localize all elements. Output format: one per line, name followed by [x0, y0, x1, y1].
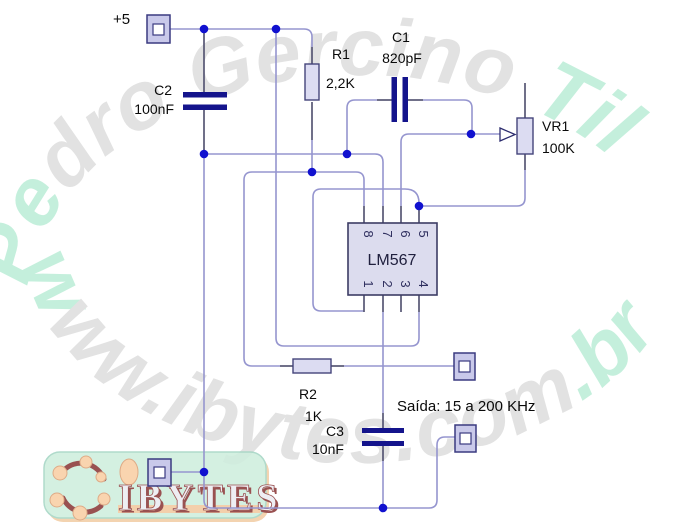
- c2-value-label: 100nF: [134, 101, 174, 117]
- labels: +5 C2 100nF R1 2,2K C1 820pF VR1 100K R2…: [113, 11, 575, 457]
- vr1-value-label: 100K: [542, 140, 575, 156]
- r1-value-label: 2,2K: [326, 75, 355, 91]
- capacitor-c3: [362, 428, 404, 446]
- logo-underline: [118, 505, 260, 513]
- c2-ref-label: C2: [154, 82, 172, 98]
- terminal-ground: [147, 458, 172, 487]
- pin-number-8: 8: [361, 230, 376, 237]
- pin-number-6: 6: [398, 230, 413, 237]
- ibytes-logo: IBYTES IBYTES: [43, 451, 284, 522]
- wire-vcc-rail: [170, 28, 313, 47]
- wire-pin5-to-vr1: [419, 170, 526, 207]
- pin-number-2: 2: [380, 280, 395, 287]
- pin-number-3: 3: [398, 280, 413, 287]
- terminal-power: [146, 14, 171, 44]
- r2-ref-label: R2: [299, 386, 317, 402]
- logo-text: IBYTES: [118, 477, 281, 519]
- terminal-output-return: [454, 424, 477, 453]
- wiper-arrow-icon: [499, 127, 517, 142]
- c3-value-label: 10nF: [312, 441, 344, 457]
- component-leads: [203, 29, 526, 461]
- pin-number-7: 7: [380, 230, 395, 237]
- vr1-ref-label: VR1: [542, 118, 569, 134]
- ic-lm567: LM567 8 7 6 5 1 2 3 4: [347, 222, 438, 296]
- junction-dots: [199, 24, 476, 513]
- wire-c1-right: [423, 99, 473, 134]
- wire-pin6-to-wiper: [400, 133, 500, 206]
- capacitor-c2: [183, 92, 227, 110]
- wire-vcc-riser-to-pin4: [275, 29, 420, 347]
- r1-ref-label: R1: [332, 46, 350, 62]
- logo-text-shadow: IBYTES: [121, 480, 284, 522]
- wire-pin1-loop: [312, 188, 420, 312]
- pin-number-5: 5: [416, 230, 431, 237]
- potentiometer-vr1: [499, 117, 534, 155]
- power-label: +5: [113, 11, 130, 28]
- c3-ref-label: C3: [326, 423, 344, 439]
- resistor-r1: [304, 63, 320, 101]
- c1-ref-label: C1: [392, 29, 410, 45]
- ic-label: LM567: [368, 252, 417, 269]
- wire-ground-bottom: [203, 436, 455, 509]
- wire-pin8-to-r2: [243, 171, 365, 367]
- resistor-r2: [292, 358, 332, 374]
- wires: [170, 28, 526, 509]
- wire-c1-left: [346, 99, 377, 154]
- c1-value-label: 820pF: [382, 50, 422, 66]
- wire-gnd-to-pin7: [204, 153, 384, 206]
- r2-value-label: 1K: [305, 408, 323, 424]
- pin-number-4: 4: [416, 280, 431, 287]
- logo-emblem-icon: [49, 455, 139, 521]
- capacitor-c1: [391, 77, 408, 122]
- watermark-circle: Pedro Gercino Til www.ibytes.com.br: [0, 2, 674, 482]
- terminal-output-signal: [453, 352, 476, 381]
- output-label: Saída: 15 a 200 KHz: [397, 398, 535, 415]
- pin-number-1: 1: [361, 280, 376, 287]
